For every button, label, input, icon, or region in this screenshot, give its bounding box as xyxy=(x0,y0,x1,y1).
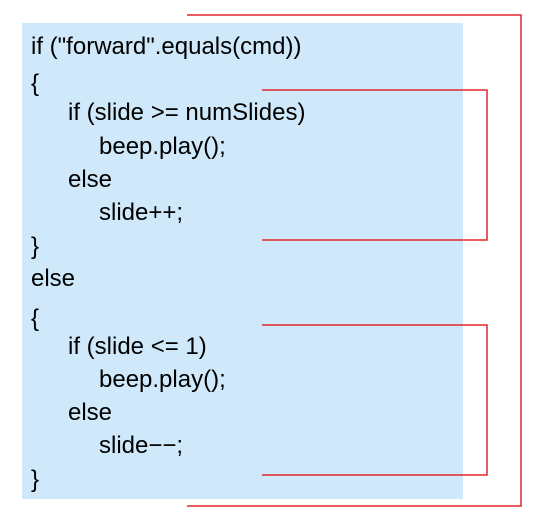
code-line-if-numslides: if (slide >= numSlides) xyxy=(68,99,306,126)
code-line-close-brace-1: } xyxy=(31,233,40,260)
code-line-else-outer: else xyxy=(31,265,76,292)
code-line-slide-decrement: slide−−; xyxy=(99,432,184,459)
code-line-beep-play-2: beep.play(); xyxy=(99,366,226,393)
code-line-open-brace-2: { xyxy=(31,305,40,332)
code-panel xyxy=(22,23,463,499)
code-line-beep-play-1: beep.play(); xyxy=(99,133,226,160)
code-line-close-brace-2: } xyxy=(31,466,40,493)
code-line-open-brace-outer: { xyxy=(31,70,40,97)
code-line-if-forward: if ("forward".equals(cmd)) xyxy=(31,33,302,60)
code-line-else-inner-1: else xyxy=(68,166,113,193)
code-line-if-slide-le-1: if (slide <= 1) xyxy=(68,333,207,360)
code-line-else-inner-2: else xyxy=(68,399,113,426)
code-line-slide-increment: slide++; xyxy=(99,199,184,226)
